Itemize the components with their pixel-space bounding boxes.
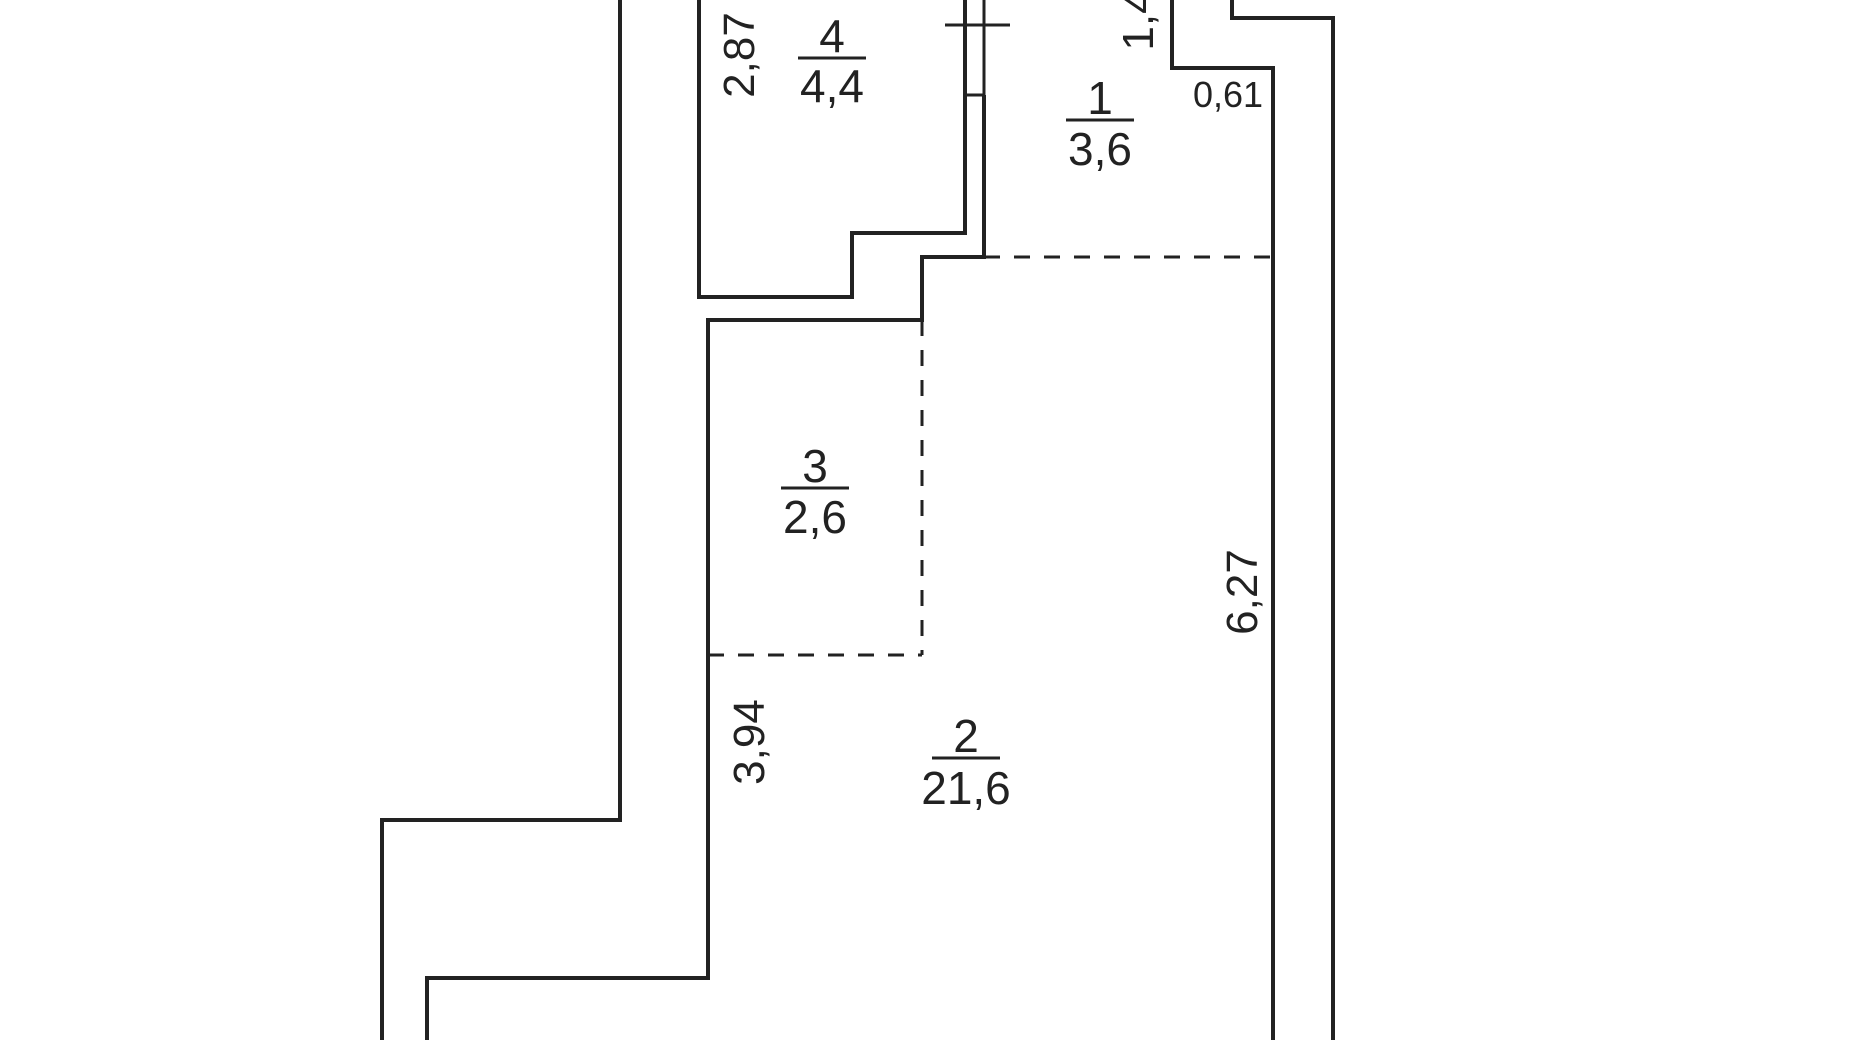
room-4-area: 4,4 [800, 60, 864, 112]
room-4-wall [697, 0, 967, 299]
room-3-number: 3 [802, 440, 828, 492]
dimension-2-87: 2,87 [715, 12, 764, 98]
room-2-area: 21,6 [921, 762, 1011, 814]
inner-wall-right [1170, 0, 1275, 1040]
room-4-number: 4 [819, 10, 845, 62]
dimension-0-61: 0,61 [1193, 74, 1263, 115]
dimension-3-94: 3,94 [725, 699, 774, 785]
partition-wall [425, 95, 986, 1040]
room-3-area: 2,6 [783, 491, 847, 543]
dimension-6-27: 6,27 [1218, 549, 1267, 635]
room-1-label: 1 3,6 [1066, 72, 1134, 175]
outer-wall-left [380, 0, 622, 1040]
dimension-1-4: 1,4 [1114, 0, 1163, 51]
room-1-number: 1 [1087, 72, 1113, 124]
room-3-label: 3 2,6 [781, 440, 849, 543]
room-2-number: 2 [953, 710, 979, 762]
room-4-label: 4 4,4 [798, 10, 866, 112]
room-1-area: 3,6 [1068, 123, 1132, 175]
outer-wall-right [1230, 0, 1335, 1040]
room-2-label: 2 21,6 [921, 710, 1011, 814]
